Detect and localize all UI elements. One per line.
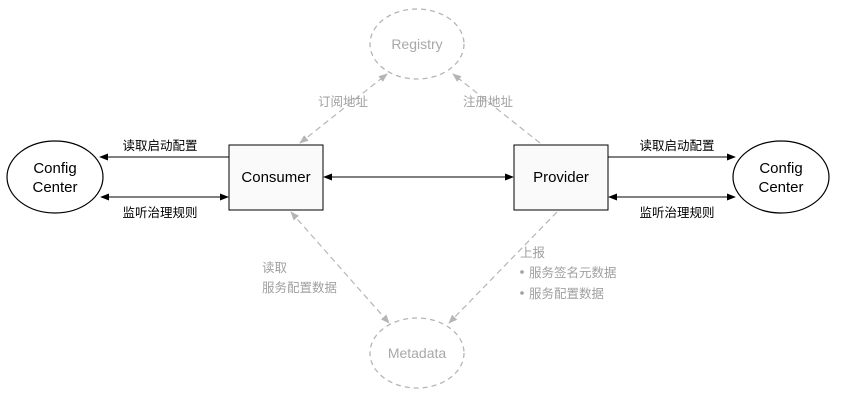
provider-metadata-title: 上报 (520, 245, 546, 260)
provider-node: Provider (513, 144, 609, 211)
consumer-metadata-label-1: 读取 (262, 260, 288, 275)
bullet-2 (520, 291, 524, 295)
provider-metadata-item-2: 服务配置数据 (529, 286, 604, 301)
registry-node: Registry (369, 8, 465, 80)
register-label: 注册地址 (463, 94, 514, 109)
register-edge (452, 73, 541, 144)
config-right-label-2: Center (758, 179, 803, 196)
config-center-left-node: Config Center (6, 140, 104, 214)
consumer-label: Consumer (241, 169, 310, 186)
config-left-label-2: Center (32, 179, 77, 196)
consumer-read-config-label: 读取启动配置 (122, 138, 197, 153)
consumer-metadata-edge (290, 211, 390, 324)
provider-metadata-edge (448, 211, 558, 324)
consumer-watch-rules-label: 监听治理规则 (122, 205, 197, 220)
provider-metadata-item-1: 服务签名元数据 (529, 265, 617, 280)
metadata-node: Metadata (369, 317, 465, 389)
config-center-right-node: Config Center (732, 140, 830, 214)
subscribe-label: 订阅地址 (318, 94, 369, 109)
provider-watch-rules-label: 监听治理规则 (639, 205, 714, 220)
provider-read-config-label: 读取启动配置 (639, 138, 714, 153)
bullet-1 (520, 270, 524, 274)
config-right-label-1: Config (759, 160, 802, 177)
consumer-metadata-label-2: 服务配置数据 (262, 280, 337, 295)
provider-label: Provider (533, 169, 589, 186)
subscribe-edge (299, 73, 388, 144)
metadata-label: Metadata (388, 345, 447, 361)
config-left-label-1: Config (33, 160, 76, 177)
consumer-node: Consumer (228, 144, 324, 211)
registry-label: Registry (391, 36, 442, 52)
